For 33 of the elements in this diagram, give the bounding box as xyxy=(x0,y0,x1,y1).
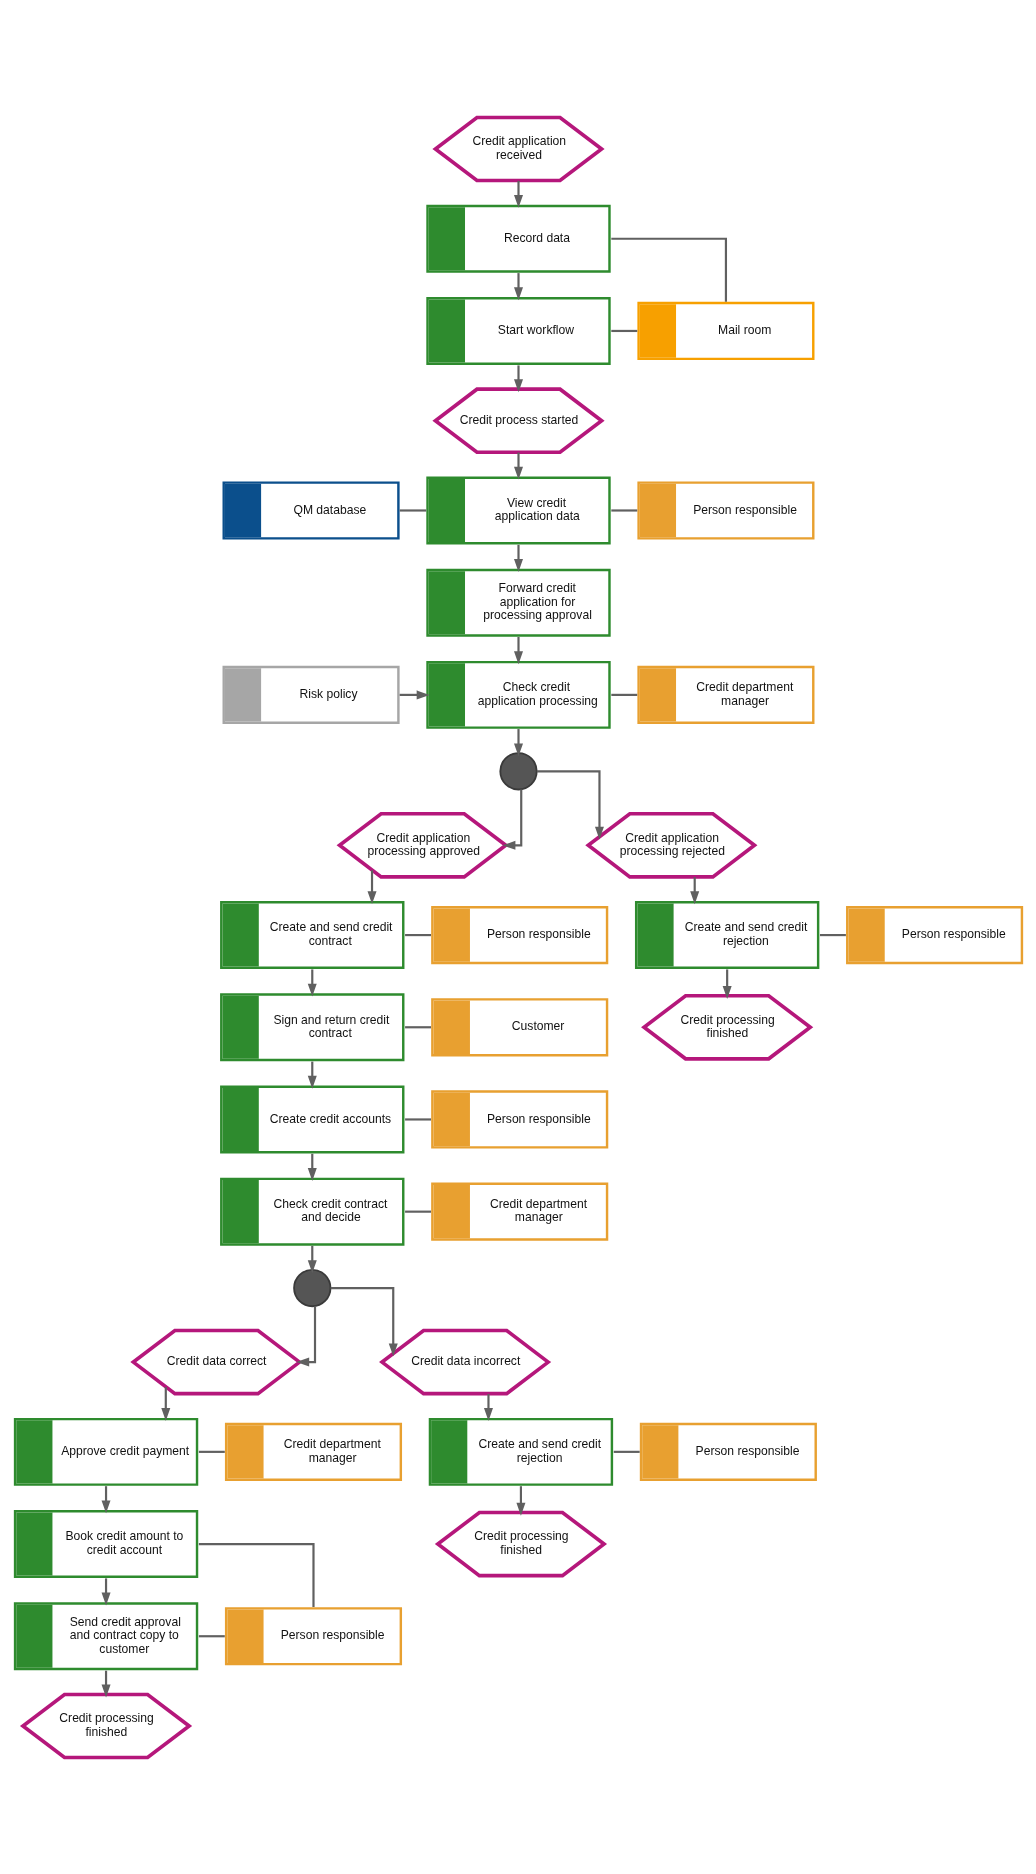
arrow xyxy=(330,1286,398,1356)
arrow xyxy=(513,636,523,664)
arrow xyxy=(160,1386,170,1421)
arrow xyxy=(513,544,523,572)
connector xyxy=(198,1450,225,1453)
node-circle xyxy=(292,1268,331,1307)
connector xyxy=(610,508,637,512)
arrow xyxy=(513,272,523,300)
arrow xyxy=(513,452,523,480)
connector xyxy=(819,933,846,936)
connector xyxy=(399,508,426,512)
connector xyxy=(613,1450,640,1453)
connector xyxy=(198,1542,315,1607)
arrow xyxy=(307,968,317,996)
arrow xyxy=(399,689,430,699)
connector xyxy=(610,237,727,302)
arrow xyxy=(513,364,523,392)
arrow xyxy=(513,180,523,208)
connector xyxy=(198,1634,225,1637)
arrow xyxy=(367,869,377,904)
arrow xyxy=(502,789,522,850)
arrow xyxy=(101,1577,111,1605)
connector xyxy=(404,1117,431,1121)
arrow xyxy=(513,728,523,756)
arrow xyxy=(536,769,604,840)
connector xyxy=(404,933,431,936)
connector xyxy=(610,329,637,332)
connector xyxy=(404,1210,431,1213)
connector xyxy=(610,693,637,696)
connector xyxy=(404,1025,431,1028)
node-circle xyxy=(498,751,538,790)
arrow xyxy=(483,1393,493,1421)
arrow xyxy=(295,1305,316,1367)
